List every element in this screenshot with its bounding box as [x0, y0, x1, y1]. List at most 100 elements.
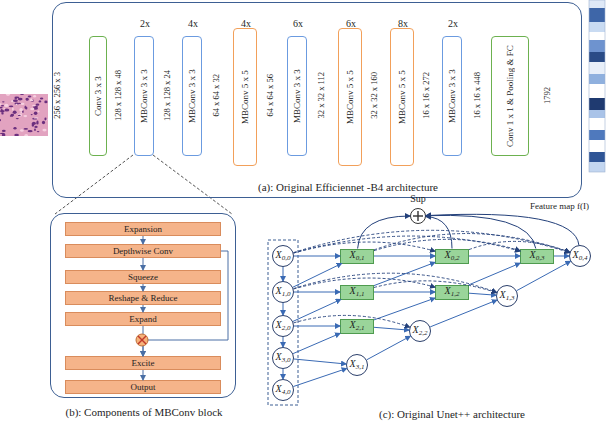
tissue-cell [2, 130, 6, 132]
block-label: MBConv 5 x 5 [345, 32, 356, 162]
tissue-cell [9, 106, 13, 108]
block-label: MBConv 3 x 3 [187, 40, 198, 152]
connector [430, 300, 497, 327]
connector [283, 337, 284, 347]
tissue-cell [21, 103, 25, 105]
layer-box: Expand [65, 312, 221, 326]
feature-cell [589, 118, 605, 130]
tissue-cell [1, 112, 3, 114]
connector [143, 326, 144, 356]
tissue-cell [34, 126, 37, 128]
feature-cell [589, 32, 605, 40]
tissue-cell [30, 99, 32, 101]
tissue-cell [38, 110, 40, 112]
mbconv-block: 6xMBConv 5 x 5 [338, 28, 362, 166]
tissue-cell [39, 100, 41, 101]
connector [293, 369, 346, 387]
conv-node: X0,3 [520, 249, 554, 264]
connector [469, 256, 520, 257]
connector [426, 214, 579, 245]
tissue-cell [31, 114, 33, 115]
node-label: X0,2 [445, 250, 460, 263]
tissue-cell [18, 103, 21, 104]
tissue-cell [32, 122, 36, 125]
layer-box: Squeeze [65, 270, 221, 284]
tissue-cell [13, 127, 16, 129]
tissue-cell [26, 96, 28, 98]
conv-node: X1,1 [340, 285, 374, 300]
output-label: Feature map f(I) [530, 201, 589, 211]
tissue-cell [34, 112, 38, 115]
feature-node: X0,4 [569, 245, 591, 267]
feature-cell [589, 84, 605, 98]
connector [358, 216, 410, 249]
tissue-cell [15, 103, 19, 105]
tensor-dimension: 64 x 64 x 32 [211, 74, 221, 117]
connector [374, 292, 435, 293]
tissue-cell [0, 119, 1, 121]
tissue-cell [44, 101, 47, 104]
conv-node: X1,2 [435, 285, 469, 300]
mbconv-block: 4xMBConv 5 x 5 [233, 28, 257, 166]
sum-circle [411, 209, 426, 224]
connector [294, 236, 520, 253]
feature-column-outline [589, 0, 605, 172]
feature-cell [589, 74, 605, 84]
conv-node: X2,1 [340, 319, 374, 334]
feature-cell [589, 40, 605, 52]
connector [517, 261, 571, 290]
connector [374, 281, 497, 293]
feature-cell [589, 130, 605, 140]
tissue-cell [1, 105, 4, 106]
connector [294, 230, 570, 252]
dimension-holder: 16 x 16 x 448 [470, 30, 484, 160]
tissue-cell [3, 108, 5, 110]
tissue-cell [16, 118, 19, 119]
layer-box: Reshape & Reduce [65, 291, 221, 305]
tissue-cell [40, 97, 43, 99]
connector [294, 359, 346, 364]
tissue-cell [18, 113, 22, 116]
tissue-cell [34, 117, 39, 118]
block-label: Conv 1 x 1 & Pooling & FC [505, 40, 516, 152]
connector [293, 300, 341, 322]
tensor-dimension: 32 x 32 x 112 [316, 72, 326, 118]
mbconv-block: 4xMBConv 3 x 3 [182, 36, 202, 156]
connector [293, 333, 340, 353]
tissue-cell [37, 131, 40, 132]
layer-box: Excite [65, 356, 221, 370]
feature-node: X3,0 [272, 347, 294, 369]
tissue-cell [12, 107, 14, 110]
block-label: MBConv 5 x 5 [397, 32, 408, 162]
tissue-cell [18, 98, 23, 101]
dimension-holder: 1792 [540, 30, 554, 160]
tissue-cell [0, 110, 4, 113]
node-label: X3,1 [350, 359, 365, 372]
connector [143, 251, 228, 356]
zoom-line [55, 155, 133, 214]
tensor-dimension: 256 x 256 x 3 [52, 72, 62, 119]
tissue-cell [14, 96, 19, 98]
tissue-cell [36, 122, 38, 125]
tissue-cell [0, 133, 5, 134]
feature-cell [589, 140, 605, 152]
sum-symbol [410, 208, 426, 224]
connector [294, 315, 410, 327]
tensor-dimension: 32 x 32 x 160 [369, 72, 379, 119]
dimension-holder: 16 x 16 x 272 [419, 30, 433, 160]
connector [143, 236, 144, 244]
tissue-cell [28, 96, 32, 98]
node-label: X1,1 [350, 286, 365, 299]
layer-label: Output [130, 382, 155, 392]
multiply-symbol [136, 334, 148, 346]
connector [374, 327, 409, 330]
repeat-count: 8x [379, 18, 427, 29]
node-label: X0,0 [276, 250, 291, 263]
feature-cell [589, 8, 605, 22]
feature-node: X3,1 [346, 354, 368, 376]
tensor-dimension: 16 x 16 x 448 [472, 72, 482, 119]
figure-caption: (a): Original Efficiennet -B4 architectu… [213, 181, 483, 193]
layer-label: Depthwise Conv [113, 246, 173, 256]
connector [554, 256, 569, 257]
layer-box: Output [65, 380, 221, 394]
